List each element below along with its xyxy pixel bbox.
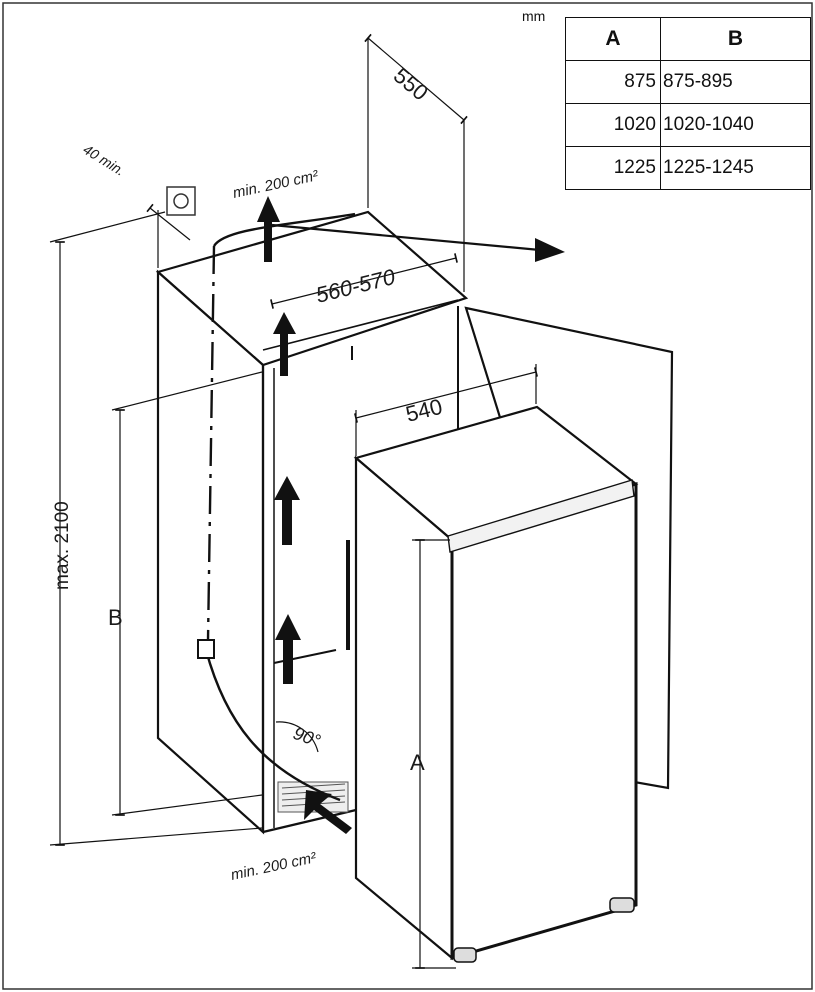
table-unit: mm <box>522 8 546 24</box>
table-row: 875 875-895 <box>565 60 811 104</box>
label-height-max: max. 2100 <box>52 501 73 590</box>
arrow-up-icon <box>274 476 300 545</box>
appliance-fridge <box>346 405 639 963</box>
arrow-right-icon <box>535 238 565 262</box>
table-cell-a: 1020 <box>565 103 661 147</box>
label-depth: 550 <box>389 63 433 106</box>
table-cell-b: 1225-1245 <box>660 146 811 190</box>
arrow-up-icon <box>257 196 280 262</box>
arrow-up-icon <box>275 614 301 684</box>
dimensions-table: A B 875 875-895 1020 1020-1040 1225 1225… <box>565 17 811 190</box>
label-dim-b: B <box>108 605 123 630</box>
table-header-row: A B <box>565 17 811 61</box>
table-cell-a: 1225 <box>565 146 661 190</box>
label-angle: 90° <box>291 723 323 751</box>
arrow-in-icon <box>304 790 352 834</box>
table-row: 1020 1020-1040 <box>565 103 811 147</box>
table-cell-b: 1020-1040 <box>660 103 811 147</box>
table-header-a: A <box>565 17 661 61</box>
airflow-arrows <box>257 196 565 834</box>
label-dim-a: A <box>410 750 425 775</box>
table-header-b: B <box>660 17 811 61</box>
arrow-up-icon <box>273 312 296 376</box>
table-cell-a: 875 <box>565 60 661 104</box>
dimension-lines <box>49 33 539 969</box>
label-clearance: 40 min. <box>80 141 127 179</box>
table-cell-b: 875-895 <box>660 60 811 104</box>
socket-icon <box>166 186 196 216</box>
label-vent-top: min. 200 cm² <box>231 167 320 202</box>
table-row: 1225 1225-1245 <box>565 146 811 190</box>
label-width-appliance: 540 <box>403 394 445 427</box>
label-vent-bottom: min. 200 cm² <box>229 849 318 884</box>
